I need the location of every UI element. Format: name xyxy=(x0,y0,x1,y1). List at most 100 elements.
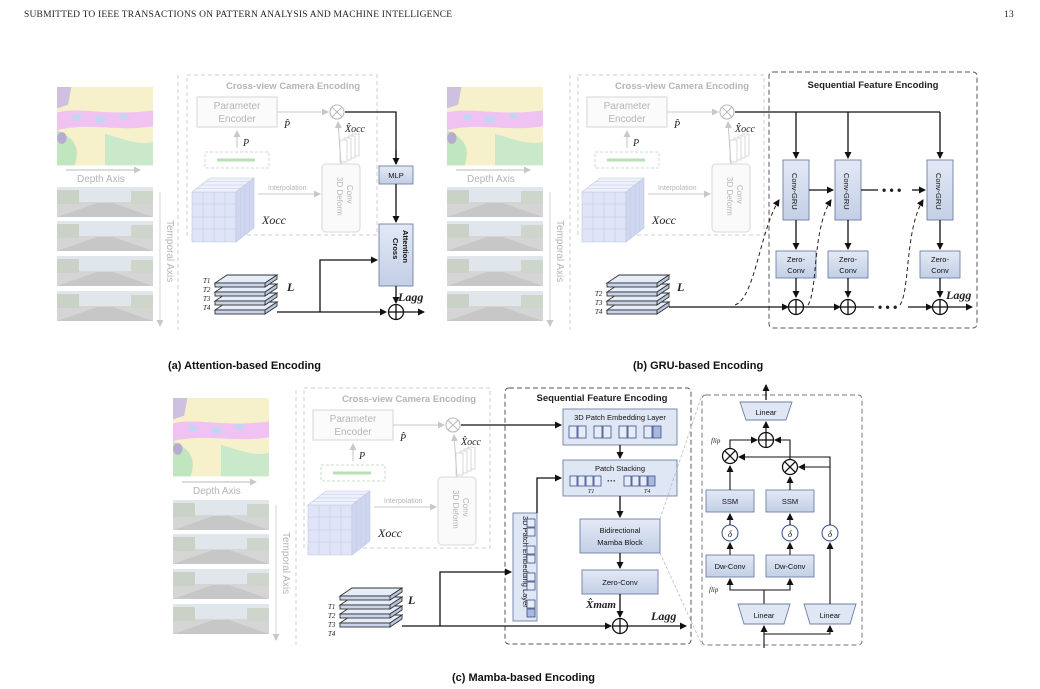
flip-label-top: flip xyxy=(711,437,721,445)
temporal-axis-label: Temporal Axis xyxy=(554,220,565,282)
depth-axis-label: Depth Axis xyxy=(77,174,125,185)
delta-label-left: δ xyxy=(728,529,733,539)
parameter-encoder-box xyxy=(312,409,394,441)
t1-label: T1 xyxy=(328,603,335,611)
cross-view-title: Cross-view Camera Encoding xyxy=(342,394,476,405)
conv-gru-box-1 xyxy=(782,159,810,221)
lidar-feature-stack xyxy=(606,274,670,315)
camera-pose-box xyxy=(320,464,386,482)
interpolation-label: Interpolation xyxy=(384,498,423,505)
patch-t4-label: T4 xyxy=(644,488,650,495)
caption-a: (a) Attention-based Encoding xyxy=(168,360,321,372)
camera-image-3 xyxy=(57,256,153,286)
ellipsis-dots: • • • xyxy=(882,183,901,197)
ssm-label-left: SSM xyxy=(722,497,738,506)
camera-pose-box xyxy=(594,151,660,169)
sequential-encoding-title: Sequential Feature Encoding xyxy=(537,393,668,404)
ellipsis-dots-2: • • • xyxy=(878,300,897,314)
x-occ-symbol: Xocc xyxy=(261,213,287,227)
add-icon-2 xyxy=(839,298,857,316)
cross-view-encoding-frame xyxy=(186,74,378,236)
patch-stacking-label: Patch Stacking xyxy=(595,464,645,473)
parameter-encoder-label-2: Encoder xyxy=(218,114,256,125)
add-icon-detail xyxy=(757,431,775,449)
p-symbol: P xyxy=(242,138,249,149)
interpolation-label: Interpolation xyxy=(658,185,697,192)
camera-image-1 xyxy=(173,500,269,530)
camera-image-2 xyxy=(57,221,153,251)
mamba-block-detail-frame xyxy=(701,394,863,646)
x-hat-occ-symbol: X̂occ xyxy=(460,435,482,448)
camera-image-4 xyxy=(57,291,153,321)
parameter-encoder-label-2: Encoder xyxy=(334,427,372,438)
deform-conv-label: 3D Deform xyxy=(725,177,734,216)
zero-conv-label-2: Zero- xyxy=(839,255,857,264)
delta-label-gate: δ xyxy=(828,529,833,539)
camera-image-2 xyxy=(447,221,543,251)
t2-label: T2 xyxy=(203,286,211,294)
panel-a: Depth Axis Temporal Axis Cross-view Came… xyxy=(57,74,425,372)
deform-conv-label-2: Conv xyxy=(345,185,354,204)
x-mam-symbol: X̂mam xyxy=(585,598,616,611)
occupancy-voxel-icon xyxy=(581,177,645,243)
interpolation-label: Interpolation xyxy=(268,185,307,192)
cross-view-encoding-frame xyxy=(577,74,765,236)
zero-conv-label-3: Zero- xyxy=(931,255,949,264)
p-symbol: P xyxy=(632,138,639,149)
lidar-feature-stack xyxy=(214,274,278,315)
linear-bottom-left-label: Linear xyxy=(754,611,775,620)
camera-image-1 xyxy=(447,187,543,217)
feature-pages-icon xyxy=(729,133,750,163)
svg-text:···: ··· xyxy=(607,476,616,486)
x-hat-occ-symbol: X̂occ xyxy=(734,122,756,135)
lidar-feature-stack xyxy=(339,587,403,628)
zero-conv-label-1b: Conv xyxy=(787,266,805,275)
p-hat-symbol: P̂ xyxy=(673,118,680,131)
parameter-encoder-box xyxy=(196,96,278,128)
bidirectional-mamba-label: Bidirectional xyxy=(600,526,641,535)
x-hat-occ-symbol: X̂occ xyxy=(344,122,366,135)
mlp-label: MLP xyxy=(388,171,403,180)
depth-axis-label: Depth Axis xyxy=(193,486,241,497)
parameter-encoder-label: Parameter xyxy=(214,101,261,112)
linear-top-label: Linear xyxy=(756,408,777,417)
caption-b: (b) GRU-based Encoding xyxy=(633,360,763,372)
zero-conv-label: Zero-Conv xyxy=(602,578,638,587)
linear-bottom-left-box xyxy=(737,603,791,625)
conv-gru-box-3 xyxy=(926,159,954,221)
zero-conv-label-2b: Conv xyxy=(839,266,857,275)
bev-map-image xyxy=(57,87,153,166)
t2-label: T2 xyxy=(595,290,603,298)
delta-label-right: δ xyxy=(788,529,793,539)
zero-conv-box-2 xyxy=(827,250,869,279)
patch-embedding-vertical-label: 3D Patch Embedding Layer xyxy=(521,516,530,608)
sequential-encoding-frame xyxy=(504,387,692,645)
cross-attention-label-2: Attention xyxy=(401,230,410,263)
dwconv-label-left: Dw-Conv xyxy=(715,562,746,571)
l-symbol: L xyxy=(676,280,684,294)
t4-label: T4 xyxy=(203,304,211,312)
bev-map-image xyxy=(447,87,543,166)
add-icon xyxy=(387,303,405,321)
parameter-encoder-box xyxy=(586,96,668,128)
sequential-encoding-frame xyxy=(768,71,978,329)
t3-label: T3 xyxy=(328,621,336,629)
journal-header: SUBMITTED TO IEEE TRANSACTIONS ON PATTER… xyxy=(24,10,453,20)
camera-pose-box xyxy=(204,151,270,169)
t2-label: T2 xyxy=(328,612,336,620)
conv-gru-label-2: Conv-GRU xyxy=(842,173,851,210)
feature-pages-icon xyxy=(339,133,360,163)
page-number: 13 xyxy=(1004,10,1014,20)
cross-view-encoding-frame xyxy=(303,387,491,549)
temporal-axis-label: Temporal Axis xyxy=(164,220,175,282)
bev-map-image xyxy=(173,398,269,477)
multiply-icon xyxy=(329,104,345,120)
cross-attention-box xyxy=(378,223,414,287)
x-occ-symbol: Xocc xyxy=(377,526,403,540)
parameter-encoder-label: Parameter xyxy=(330,414,377,425)
bidirectional-mamba-label-2: Mamba Block xyxy=(597,538,643,547)
camera-image-3 xyxy=(173,569,269,599)
linear-bottom-right-box xyxy=(803,603,857,625)
camera-image-1 xyxy=(57,187,153,217)
